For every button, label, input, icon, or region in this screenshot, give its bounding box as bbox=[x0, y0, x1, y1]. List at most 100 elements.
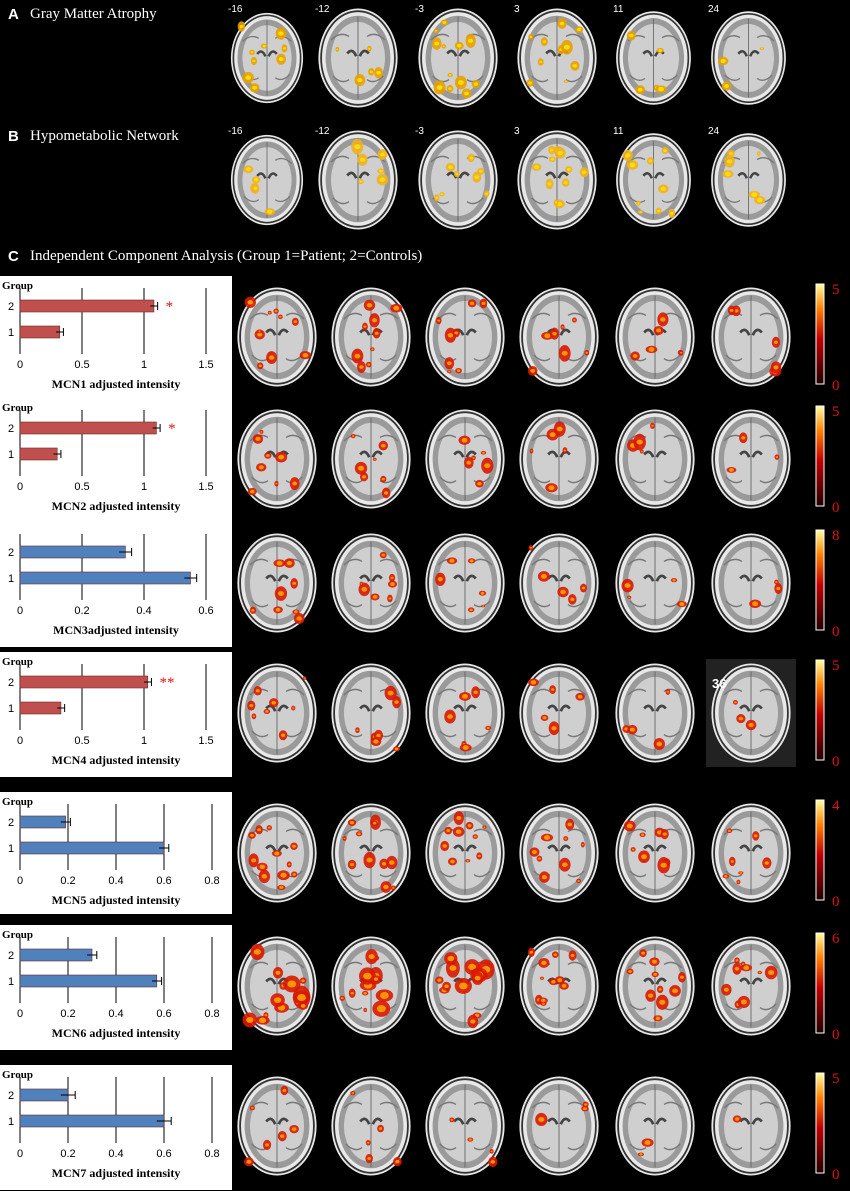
x-tick-label: 0.4 bbox=[108, 875, 123, 887]
error-bar bbox=[156, 1117, 172, 1125]
brain-slice bbox=[514, 799, 604, 907]
brain-slice bbox=[326, 932, 416, 1040]
colorbar-max-label: 5 bbox=[832, 1071, 840, 1087]
colorbar-max-label: 5 bbox=[832, 658, 840, 674]
category-label: 2 bbox=[8, 301, 14, 313]
colorbar-min-label: 0 bbox=[832, 624, 840, 640]
slice-level-label: 3 bbox=[514, 126, 520, 137]
group-axis-label: Group bbox=[2, 929, 33, 941]
error-bar bbox=[152, 424, 161, 432]
category-label: 2 bbox=[8, 1090, 14, 1102]
error-bar bbox=[55, 328, 64, 336]
brain-slice bbox=[420, 659, 510, 767]
x-tick-label: 0.4 bbox=[108, 1148, 123, 1160]
x-tick-label: 0.2 bbox=[60, 1148, 75, 1160]
brain-slice bbox=[326, 529, 416, 637]
slice-level-label: 11 bbox=[613, 126, 624, 137]
category-label: 1 bbox=[8, 976, 14, 988]
category-label: 2 bbox=[8, 817, 14, 829]
slice-level-label: -3 bbox=[415, 126, 424, 137]
colorbar-max-label: 6 bbox=[832, 931, 840, 947]
x-tick-label: 0.6 bbox=[156, 1008, 171, 1020]
intensity-colorbar: 50 bbox=[815, 282, 840, 394]
brain-slice bbox=[313, 126, 403, 234]
x-tick-label: 1.5 bbox=[198, 481, 213, 493]
brain-slice bbox=[226, 8, 308, 108]
brain-slice bbox=[610, 529, 700, 637]
brain-slice bbox=[326, 283, 416, 391]
brain-slice bbox=[420, 529, 510, 637]
x-axis-title: MCN2 adjusted intensity bbox=[52, 499, 181, 513]
x-tick-label: 0.6 bbox=[198, 605, 213, 617]
brain-slice bbox=[706, 129, 791, 231]
intensity-colorbar: 50 bbox=[815, 658, 840, 770]
colorbar-min-label: 0 bbox=[832, 500, 840, 516]
brain-slice bbox=[326, 1072, 416, 1180]
colorbar-min-label: 0 bbox=[832, 894, 840, 910]
category-label: 1 bbox=[8, 327, 14, 339]
brain-slice bbox=[611, 7, 696, 109]
colorbar-min-label: 0 bbox=[832, 1167, 840, 1183]
panel-a-title: Gray Matter Atrophy bbox=[30, 6, 157, 22]
panel-b-title: Hypometabolic Network bbox=[30, 128, 179, 144]
x-tick-label: 0.8 bbox=[204, 875, 219, 887]
bar-group-2 bbox=[19, 815, 66, 829]
slice-level-label: -16 bbox=[228, 126, 243, 137]
slice-level-label: 24 bbox=[708, 126, 720, 137]
brain-slice bbox=[420, 799, 510, 907]
group-axis-label: Group bbox=[2, 1069, 33, 1081]
slice-level-label: -12 bbox=[315, 126, 330, 137]
x-axis-title: MCN3adjusted intensity bbox=[53, 623, 179, 637]
brain-slice bbox=[610, 799, 700, 907]
slice-level-label: 36 bbox=[712, 676, 727, 691]
brain-slice bbox=[512, 4, 602, 112]
colorbar-min-label: 0 bbox=[832, 1027, 840, 1043]
x-tick-label: 0.6 bbox=[156, 875, 171, 887]
bar-group-2 bbox=[19, 545, 126, 559]
brain-slice bbox=[611, 129, 696, 231]
panel-a-letter: A bbox=[8, 6, 19, 23]
colorbar-min-label: 0 bbox=[832, 754, 840, 770]
category-label: 1 bbox=[8, 573, 14, 585]
slice-level-label: 11 bbox=[613, 4, 624, 15]
brain-slice bbox=[706, 932, 796, 1040]
x-tick-label: 0.5 bbox=[74, 359, 89, 371]
x-tick-label: 0.2 bbox=[74, 605, 89, 617]
category-label: 2 bbox=[8, 950, 14, 962]
slice-level-label: -3 bbox=[415, 4, 424, 15]
x-tick-label: 1.5 bbox=[198, 735, 213, 747]
group-axis-label: Group bbox=[2, 796, 33, 808]
panel-c-letter: C bbox=[8, 248, 19, 265]
intensity-colorbar: 40 bbox=[815, 798, 840, 910]
error-bar bbox=[57, 704, 66, 712]
group-axis-label: Group bbox=[2, 280, 33, 292]
significance-marker: * bbox=[168, 421, 176, 437]
error-bar bbox=[152, 977, 163, 985]
error-bar bbox=[159, 844, 170, 852]
brain-slice bbox=[514, 932, 604, 1040]
brain-slice bbox=[413, 4, 503, 112]
x-tick-label: 0.4 bbox=[108, 1008, 123, 1020]
brain-slice bbox=[706, 799, 796, 907]
x-tick-label: 0.6 bbox=[156, 1148, 171, 1160]
panel-b-letter: B bbox=[8, 128, 19, 145]
error-bar bbox=[119, 548, 133, 556]
error-bar bbox=[60, 818, 71, 826]
colorbar-max-label: 5 bbox=[832, 282, 840, 298]
slice-level-label: -16 bbox=[228, 4, 243, 15]
brain-slice bbox=[514, 1072, 604, 1180]
group-axis-label: Group bbox=[2, 656, 33, 668]
brain-slice bbox=[226, 130, 308, 230]
brain-slice bbox=[706, 405, 796, 513]
group-axis-label: Group bbox=[2, 402, 33, 414]
brain-slice bbox=[420, 405, 510, 513]
x-tick-label: 0.8 bbox=[204, 1008, 219, 1020]
colorbar-max-label: 5 bbox=[832, 404, 840, 420]
bar-group-1 bbox=[19, 325, 60, 339]
brain-slice bbox=[512, 126, 602, 234]
x-tick-label: 0.5 bbox=[74, 735, 89, 747]
